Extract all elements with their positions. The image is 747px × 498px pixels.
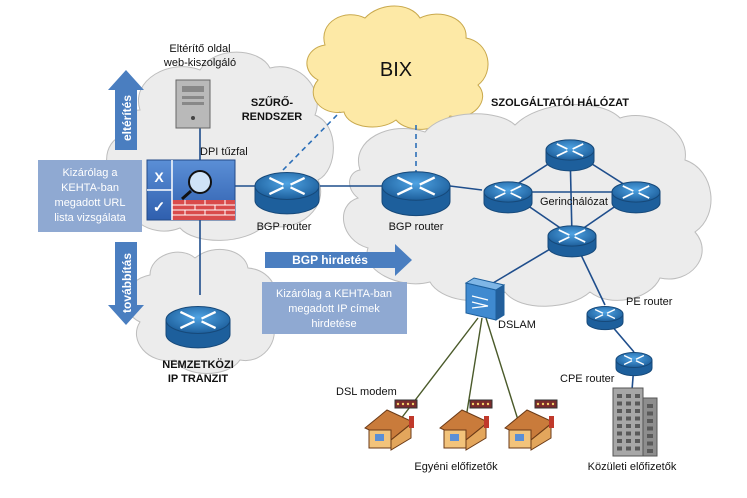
bgp-advert-arrow: BGP hirdetés [265,244,412,276]
firewall-check-mark: ✓ [153,199,166,216]
filter-system-label: RENDSZER [242,111,303,123]
note-line: KEHTA-ban [61,182,119,194]
redirect-label: eltérítés [120,95,134,141]
individual-subscribers-label: Egyéni előfizetők [414,461,498,473]
dslam-icon [464,277,506,321]
ip-advert-note: Kizárólag a KEHTA-ban megadott IP címek … [262,282,407,334]
backbone-label: Gerinchálózat [540,196,608,208]
bgp-router-left-label: BGP router [257,221,312,233]
note-line: megadott IP címek [288,303,380,315]
bgp-router-mid-icon [381,171,451,217]
forward-label: továbbítás [120,253,134,313]
note-line: Kizárólag a [62,167,118,179]
intl-transit-label: IP TRANZIT [168,373,229,385]
firewall-cross-mark: X [154,169,164,185]
dslam-label: DSLAM [498,319,536,331]
web-server-label: Eltérítő oldal [169,43,230,55]
cpe-router-label: CPE router [560,373,615,385]
house-icon [439,399,493,451]
filter-system-label: SZŰRŐ- [251,96,294,109]
backbone-router-icon [545,139,595,172]
router-icons [165,139,661,377]
dpi-firewall-label: DPI tűzfal [200,146,248,158]
note-line: hirdetése [311,318,356,330]
transit-router-icon [165,306,231,349]
business-subscribers-label: Közületi előfizetők [588,461,677,473]
dsl-modem-label: DSL modem [336,386,397,398]
note-line: megadott URL [55,197,126,209]
bix-label: BIX [380,59,412,81]
provider-network-label: SZOLGÁLTATÓI HÁLÓZAT [491,96,629,109]
backbone-router-icon [611,181,661,214]
note-line: lista vizsgálata [54,212,126,224]
backbone-router-icon [547,225,597,258]
dsl-lines [399,317,519,421]
bgp-router-left-icon [254,172,320,215]
note-line: Kizárólag a KEHTA-ban [276,288,392,300]
pe-router-icon [586,305,624,331]
house-icon [364,399,418,451]
bgp-advert-label: BGP hirdetés [292,253,368,267]
dpi-firewall-icon: X ✓ [146,159,236,221]
url-check-note: Kizárólag a KEHTA-ban megadott URL lista… [38,160,142,232]
backbone-router-icon [483,181,533,214]
web-server-icon [175,79,211,129]
intl-transit-label: NEMZETKÖZI [162,358,234,371]
bgp-router-mid-label: BGP router [389,221,444,233]
bix-cloud [306,5,489,130]
dashed-links [282,111,417,172]
cpe-router-icon [615,351,653,377]
pe-router-label: PE router [626,296,673,308]
house-icon [504,399,558,451]
forward-arrow: továbbítás [108,242,144,325]
house-icons [364,399,558,451]
redirect-arrow: eltérítés [108,70,144,150]
web-server-label: web-kiszolgáló [163,57,236,69]
office-building-icon [612,387,658,457]
